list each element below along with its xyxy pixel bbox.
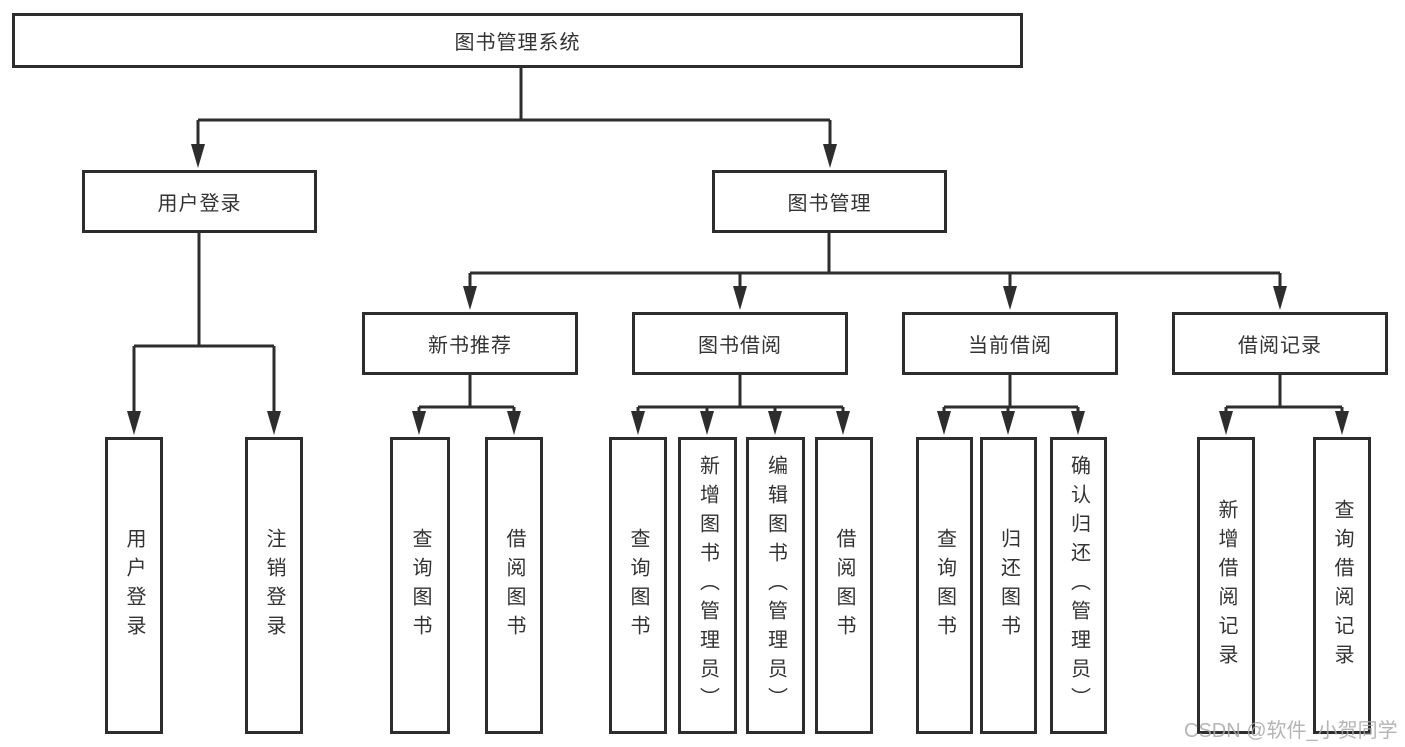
leaf-newbook-borrow-books: 借阅图书 bbox=[485, 437, 543, 734]
leaf-newbook-query-books: 查询图书 bbox=[390, 437, 450, 734]
leaf-user-login: 用户登录 bbox=[105, 437, 163, 734]
connector-borrow-records-children bbox=[1224, 375, 1344, 416]
connector-book-mgmt-children bbox=[468, 233, 1282, 292]
node-user-login: 用户登录 bbox=[82, 170, 317, 233]
connector-user-login-children bbox=[132, 233, 276, 416]
leaf-borrow-borrow-books: 借阅图书 bbox=[815, 437, 873, 734]
node-borrow-records: 借阅记录 bbox=[1172, 312, 1388, 375]
arrowheads bbox=[127, 144, 1349, 435]
connector-root-to-branches bbox=[196, 68, 832, 150]
node-book-management: 图书管理 bbox=[712, 170, 947, 233]
leaf-records-query-record: 查询借阅记录 bbox=[1313, 437, 1371, 734]
leaf-current-query-books: 查询图书 bbox=[916, 437, 973, 734]
leaf-borrow-add-books-admin: 新增图书（管理员） bbox=[678, 437, 737, 734]
connector-current-borrow-children bbox=[942, 375, 1080, 416]
leaf-borrow-edit-books-admin: 编辑图书（管理员） bbox=[746, 437, 805, 734]
leaf-current-return-books: 归还图书 bbox=[980, 437, 1037, 734]
node-root-system: 图书管理系统 bbox=[12, 13, 1023, 68]
node-new-book-recommend: 新书推荐 bbox=[362, 312, 578, 375]
leaf-logout: 注销登录 bbox=[245, 437, 303, 734]
leaf-records-add-record: 新增借阅记录 bbox=[1197, 437, 1255, 734]
connector-book-borrow-children bbox=[636, 375, 845, 416]
leaf-current-confirm-return-admin: 确认归还（管理员） bbox=[1050, 437, 1107, 734]
csdn-watermark: CSDN @软件_小贺同学 bbox=[1184, 720, 1398, 742]
leaf-borrow-query-books: 查询图书 bbox=[609, 437, 667, 734]
connector-new-book-children bbox=[417, 375, 516, 416]
node-current-borrow: 当前借阅 bbox=[902, 312, 1118, 375]
node-book-borrow: 图书借阅 bbox=[632, 312, 848, 375]
